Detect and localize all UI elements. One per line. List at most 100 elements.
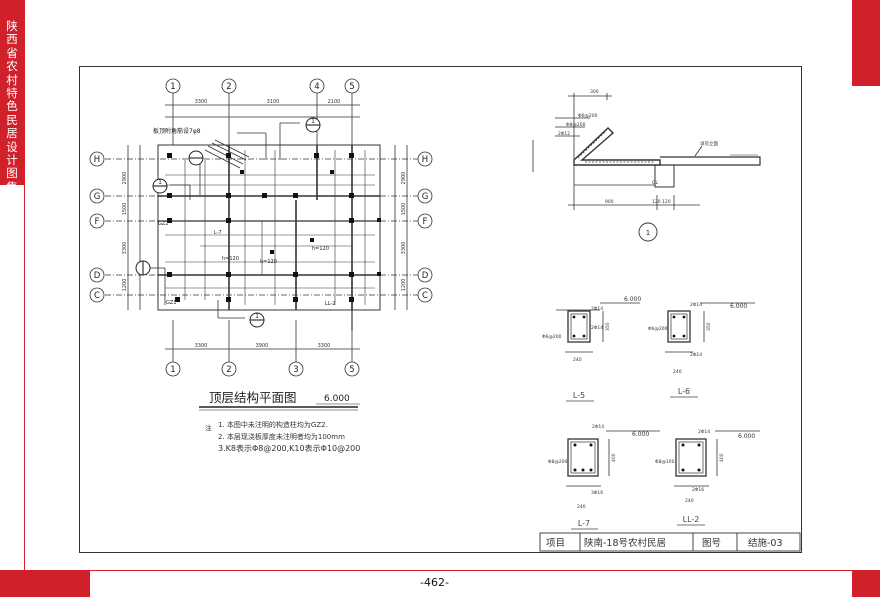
- right-dim-2: 1500: [401, 203, 407, 216]
- callout-gz2: GZ2: [158, 221, 168, 227]
- bottom-dim-3: 3300: [318, 343, 331, 349]
- l6-label: L-6: [678, 387, 690, 396]
- axis-top-3: 4: [314, 82, 319, 92]
- l6-bottom-bar: 2Φ14: [690, 352, 702, 358]
- bottom-dim-2: 3900: [256, 343, 269, 349]
- ll2-height: 400: [719, 453, 725, 462]
- l6-stirrup: Φ6@200: [648, 326, 668, 332]
- slab-thickness-2: h=120: [260, 259, 277, 265]
- axis-right-2: G: [422, 192, 429, 202]
- callout-gz1: GZ1: [166, 300, 176, 306]
- beam-sections: [556, 302, 760, 487]
- axis-left-5: C: [94, 291, 100, 301]
- l5-stirrup: Φ6@200: [542, 334, 562, 340]
- title-block-project-label: 项目: [546, 538, 565, 549]
- detail1-callout: 详见立面: [700, 140, 718, 147]
- section-mark-a: 1: [311, 118, 315, 125]
- ll2-top-bar: 2Φ14: [698, 429, 710, 435]
- l6-width: 240: [673, 369, 682, 375]
- l7-stirrup: Φ8@200: [548, 459, 568, 465]
- title-block-drawing-no-value: 结施-03: [748, 537, 783, 549]
- title-block: [539, 532, 801, 552]
- detail1-label: 1: [646, 229, 650, 237]
- top-dim-2: 3100: [267, 99, 280, 105]
- bottom-right-band: [852, 571, 880, 597]
- axis-left-4: D: [94, 271, 101, 281]
- right-dim-1: 2900: [401, 172, 407, 185]
- slab-thickness-3: h=120: [312, 246, 329, 252]
- axis-left-3: F: [95, 217, 100, 227]
- l7-top-bar: 2Φ14: [592, 424, 604, 430]
- structural-columns: [167, 153, 381, 302]
- right-dim-4: 1200: [401, 279, 407, 292]
- axis-right-3: F: [423, 217, 428, 227]
- bottom-dim-1: 3300: [195, 343, 208, 349]
- ll2-bottom-bar: 2Φ16: [692, 487, 704, 493]
- axis-bubbles: [89, 78, 433, 377]
- axis-top-2: 2: [226, 82, 231, 92]
- note-line-2: 2. 本层现浇板厚度未注明者均为100mm: [218, 432, 345, 441]
- l6-elevation: 6.000: [730, 303, 747, 310]
- l5-label: L-5: [573, 391, 585, 400]
- axis-right-4: D: [422, 271, 429, 281]
- l7-label: L-7: [578, 519, 590, 528]
- series-title-band: 陕西省农村特色民居设计图集: [0, 0, 24, 194]
- top-dim-3: 2100: [328, 99, 341, 105]
- detail1-rebar-3: 2Φ12: [558, 131, 570, 137]
- ll2-elevation: 6.000: [738, 433, 755, 440]
- detail1-rebar-1: Φ6@200: [578, 113, 598, 119]
- note-line-3: 3.K8表示Φ8@200,K10表示Φ10@200: [218, 443, 360, 453]
- detail1-dim-120b: 120: [662, 199, 671, 205]
- axis-left-1: H: [94, 155, 100, 165]
- section-mark-c: 1: [255, 313, 259, 320]
- axis-bottom-4: 5: [349, 365, 354, 375]
- axis-top-4: 5: [349, 82, 354, 92]
- bottom-rule: [0, 570, 880, 571]
- title-block-project-value: 陕南-18号农村民居: [584, 537, 666, 549]
- detail1-gl: GL: [652, 180, 658, 186]
- axis-bottom-1: 1: [170, 365, 175, 375]
- axis-top-1: 1: [170, 82, 175, 92]
- detail1-dim-120a: 120: [652, 199, 661, 205]
- l5-top-bar: 2Φ14: [591, 306, 603, 312]
- series-title: 陕西省农村特色民居设计图集: [6, 19, 18, 194]
- detail1-mark-circle: [638, 222, 658, 242]
- bottom-left-band: [0, 571, 90, 597]
- l5-elevation: 6.000: [624, 296, 641, 303]
- ll2-label: LL-2: [683, 515, 700, 524]
- plan-title: 顶层结构平面图: [209, 390, 297, 405]
- left-dim-1: 2900: [122, 172, 128, 185]
- left-margin-rule: [24, 0, 25, 597]
- l6-height: 350: [706, 322, 712, 331]
- axis-right-1: H: [422, 155, 428, 165]
- detail-1: [532, 93, 761, 210]
- corner-rebar-note: 板顶附角筋设7φ8: [153, 127, 201, 135]
- l7-width: 240: [577, 504, 586, 510]
- axis-bottom-3: 3: [293, 365, 298, 375]
- section-mark-b: 1: [158, 179, 162, 186]
- axis-right-5: C: [422, 291, 428, 301]
- drawing-sheet: [79, 66, 802, 553]
- top-dim-1: 3300: [195, 99, 208, 105]
- axis-bottom-2: 2: [226, 365, 231, 375]
- l5-height: 350: [605, 322, 611, 331]
- detail1-rebar-2: Φ8@200: [566, 122, 586, 128]
- corner-tab: [852, 0, 880, 86]
- ll2-stirrup: Φ8@100: [655, 459, 675, 465]
- l7-elevation: 6.000: [632, 431, 649, 438]
- l5-width: 240: [573, 357, 582, 363]
- axis-left-2: G: [94, 192, 101, 202]
- l7-bottom-bar: 3Φ16: [591, 490, 603, 496]
- left-dim-4: 1200: [122, 279, 128, 292]
- page-number: -462-: [420, 576, 449, 589]
- l7-height: 400: [611, 453, 617, 462]
- l6-top-bar: 2Φ14: [690, 302, 702, 308]
- callout-ll2: LL-2: [325, 301, 335, 307]
- slab-thickness-1: h=120: [222, 256, 239, 262]
- notes-label: 注: [205, 423, 212, 432]
- callout-l7: L-7: [214, 230, 222, 236]
- detail1-dim-300: 300: [590, 89, 599, 95]
- plan-elevation: 6.000: [324, 394, 350, 404]
- floor-plan: [105, 93, 418, 362]
